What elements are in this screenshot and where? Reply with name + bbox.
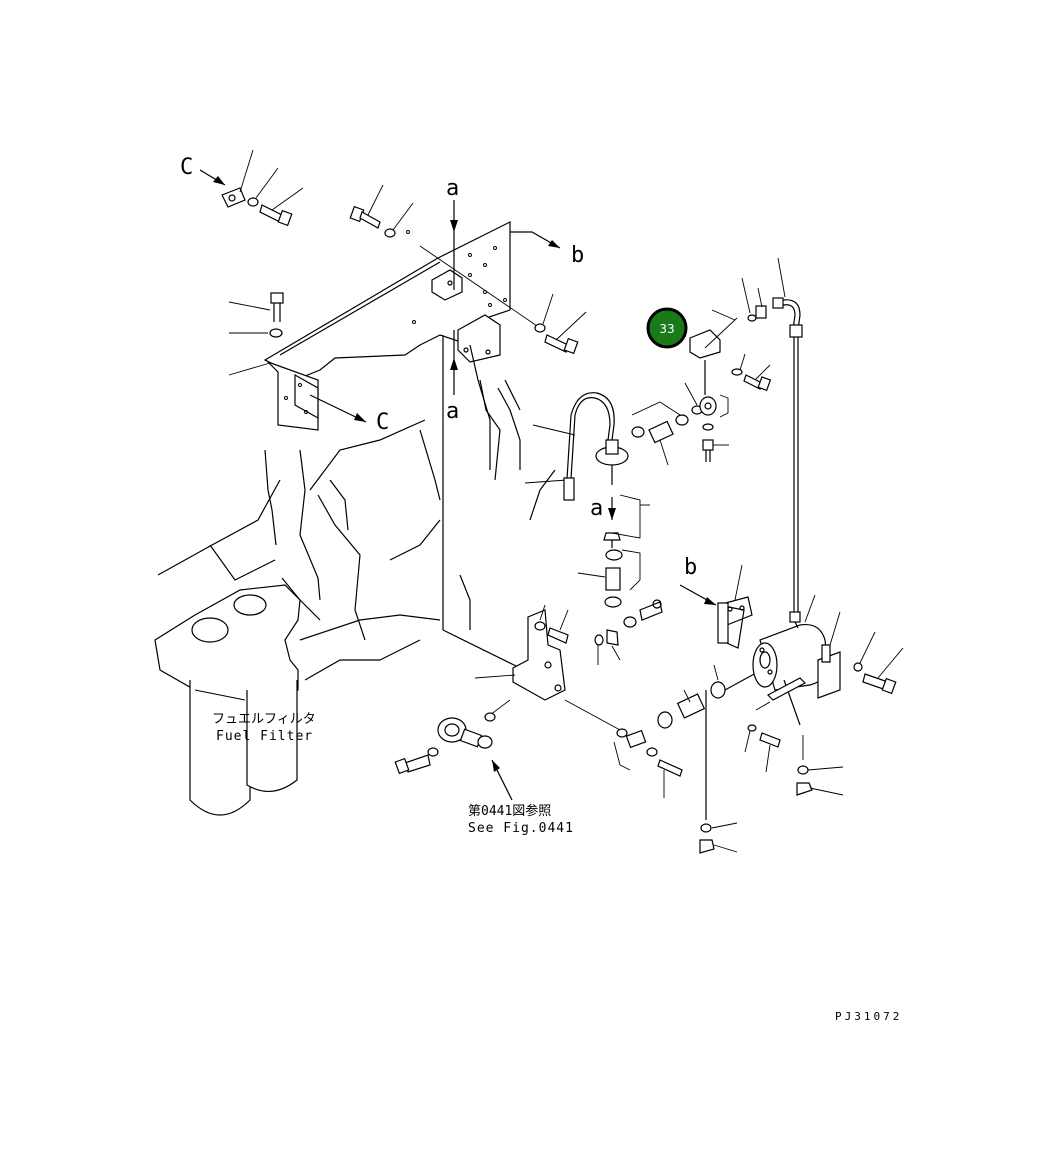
label-a-top: a [446,176,459,201]
fitting-middle [577,540,641,608]
lower-bracket [474,604,569,701]
nuts-right [699,735,844,854]
see-fig-label-jp: 第0441図参照 [468,803,551,819]
label-c-top: C [180,155,193,180]
lower-fittings [564,664,757,798]
banjo-fitting [684,382,729,462]
see-fig-label-en: See Fig.0441 [468,821,574,836]
bolt-top-left [259,204,293,227]
fuel-filter-label-jp: フュエルフィルタ [212,712,316,727]
bolt-top-middle [349,184,414,238]
hose-upper [631,401,689,466]
label-a-right: a [590,496,603,521]
elbow-pipe [741,257,803,620]
fuel-filter [154,584,301,816]
arrow-b-bottom [679,584,717,606]
label-b-bottom: b [684,555,697,580]
fuel-filter-label-en: Fuel Filter [216,729,313,744]
marker-number: 33 [659,322,674,336]
main-bracket [263,221,511,431]
pump-body [752,594,904,699]
label-a-mid: a [446,399,459,424]
bracket-c-top [199,149,304,227]
bracket-33 [689,309,772,395]
fuel-pipe-loop [524,392,615,501]
drawing-code: PJ31072 [835,1010,902,1023]
callout-marker-33[interactable]: 33 [646,307,688,349]
engine-outline [157,335,556,681]
label-c-mid: C [376,410,389,435]
arrow-a-top [450,200,458,395]
clamp-bracket-b [717,564,753,649]
bolt-left-side [228,292,284,376]
fuel-valve [595,439,629,541]
arrow-c-mid [309,394,367,423]
valve-callout-lines [611,494,650,539]
arrow-b-top [510,231,561,249]
wire-connector [705,677,806,820]
bolt-bracket-right [419,245,587,355]
marker-circle[interactable] [646,307,688,349]
label-b-top: b [571,243,584,268]
eye-clamp [394,699,513,801]
connector-cluster [594,599,663,665]
